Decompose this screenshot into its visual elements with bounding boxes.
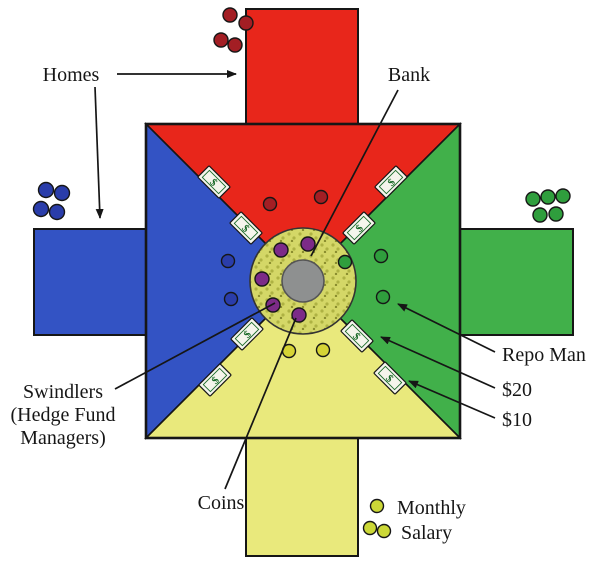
- money-bills: $ $ $ $ $ $ $: [197, 165, 408, 397]
- board-quadrants: [144, 122, 462, 440]
- bill-20-label: $20: [502, 379, 532, 401]
- bill-border: [377, 365, 403, 391]
- monthly-salary-label-line2: Salary: [401, 522, 452, 544]
- monthly-salary-label-line1: Monthly: [397, 497, 466, 519]
- swindlers-label-line2: (Hedge Fund: [11, 404, 116, 426]
- piece: [532, 207, 548, 223]
- piece: [540, 189, 556, 205]
- piece: [337, 254, 353, 270]
- homes-arrow-to-blue-arm: [94, 86, 104, 219]
- board-outline: [144, 122, 462, 440]
- bill: $: [340, 319, 374, 353]
- coins-pointer-line: [224, 317, 297, 490]
- bill: $: [373, 361, 407, 395]
- repo-man-label: Repo Man: [502, 344, 586, 366]
- bill: $: [198, 363, 232, 397]
- salary-coin: [369, 498, 385, 514]
- salary-coin: [376, 523, 392, 539]
- red-pieces: [213, 7, 329, 212]
- callout-pointers: [94, 70, 496, 490]
- piece: [313, 189, 329, 205]
- bill-border: [202, 367, 228, 393]
- swindlers-pointer-line: [114, 302, 276, 390]
- piece: [222, 7, 238, 23]
- bill: $: [229, 211, 263, 245]
- piece: [262, 196, 278, 212]
- bank-label: Bank: [388, 64, 430, 86]
- yellow-home-arm: [245, 422, 359, 557]
- green-home-arm: [444, 228, 574, 336]
- bill: $: [197, 165, 231, 199]
- bank-center: [281, 259, 325, 303]
- piece: [37, 181, 55, 199]
- bill-border: [344, 323, 370, 349]
- bill: $: [230, 317, 264, 351]
- bill-border: [233, 215, 259, 241]
- salary-coin: [362, 520, 378, 536]
- bill-border: [346, 215, 372, 241]
- piece: [315, 342, 331, 358]
- swindlers-label-line3: Managers): [20, 427, 106, 449]
- green-pieces: [337, 188, 571, 305]
- bill-10-label: $10: [502, 409, 532, 431]
- bill-20-arrow: [380, 336, 496, 389]
- bill-border: [201, 169, 227, 195]
- blue-home-arm: [33, 228, 161, 336]
- piece: [53, 184, 71, 202]
- salary-coins: [362, 498, 392, 539]
- piece: [48, 203, 66, 221]
- piece: [227, 37, 243, 53]
- swindlers-label-line1: Swindlers: [23, 381, 103, 403]
- coins-label: Coins: [198, 492, 245, 514]
- repo-man-piece: [375, 289, 391, 305]
- board-arms: [33, 8, 574, 557]
- bill: $: [342, 211, 376, 245]
- piece: [555, 188, 571, 204]
- homes-label: Homes: [43, 64, 100, 86]
- piece: [32, 200, 50, 218]
- piece: [373, 248, 389, 264]
- swindler-piece: [300, 236, 316, 252]
- swindler-piece: [291, 307, 307, 323]
- piece: [525, 191, 541, 207]
- piece: [548, 206, 564, 222]
- piece: [238, 15, 254, 31]
- bill-border: [234, 321, 260, 347]
- bill-10-arrow: [408, 380, 496, 419]
- piece: [220, 253, 236, 269]
- swindler-piece: [273, 242, 289, 258]
- bank-pointer-line: [310, 89, 399, 257]
- repo-man-arrow: [397, 303, 496, 353]
- piece: [213, 32, 229, 48]
- yellow-pieces: [281, 342, 331, 359]
- swindler-piece: [254, 271, 270, 287]
- bill: $: [374, 165, 408, 199]
- callout-labels: Homes Bank Swindlers (Hedge Fund Manager…: [11, 64, 586, 544]
- bill-border: [378, 169, 404, 195]
- piece: [223, 291, 239, 307]
- red-home-arm: [245, 8, 359, 140]
- blue-pieces: [32, 181, 239, 307]
